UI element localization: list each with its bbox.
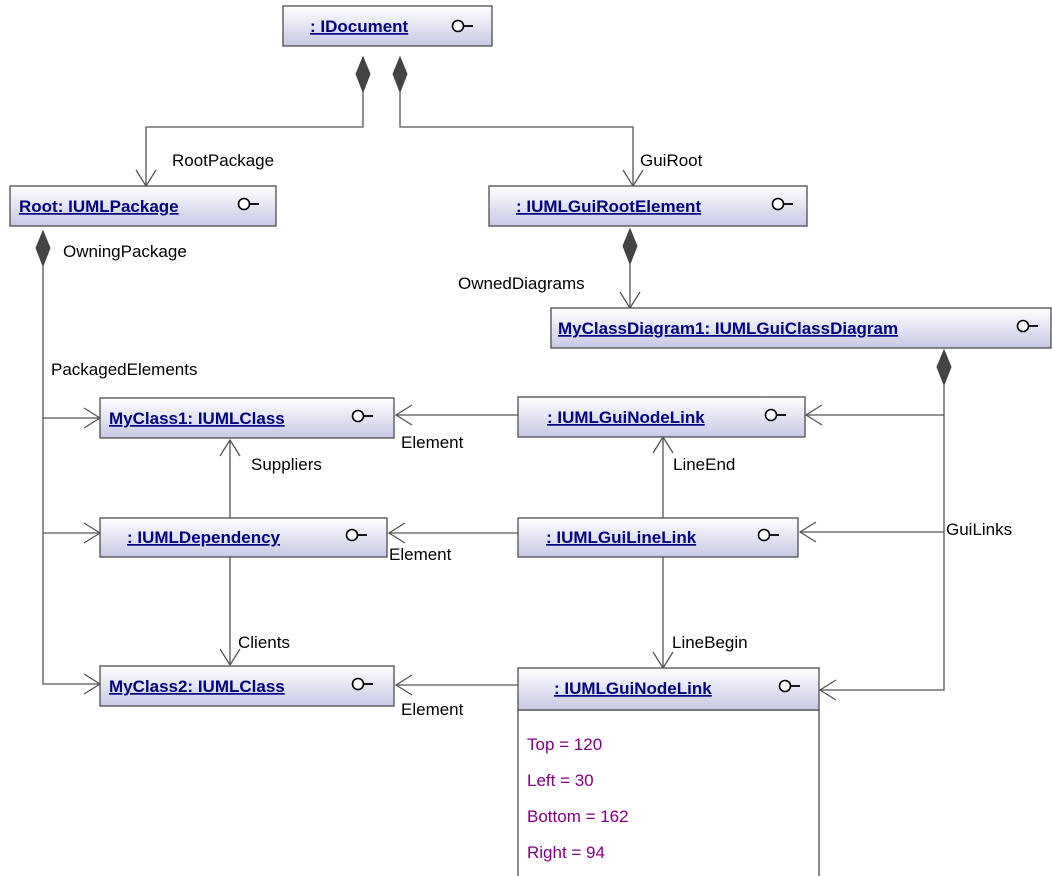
arrowhead — [219, 438, 241, 457]
edge-clients — [219, 557, 241, 667]
object-label: : IUMLGuiLineLink — [546, 528, 697, 547]
label-linebegin: LineBegin — [672, 633, 748, 652]
object-label: : IUMLGuiNodeLink — [547, 408, 705, 427]
object-class-diagram[interactable]: MyClassDiagram1: IUMLGuiClassDiagram — [550, 307, 1052, 349]
composition-diamond — [936, 348, 952, 387]
attribute-right: Right = 94 — [527, 843, 605, 862]
label-rootpackage: RootPackage — [172, 151, 274, 170]
edge-lineend — [652, 435, 674, 518]
edge-element-3 — [394, 674, 518, 696]
object-label: MyClass1: IUMLClass — [109, 409, 285, 428]
arrowhead — [387, 522, 406, 544]
object-myclass1[interactable]: MyClass1: IUMLClass — [99, 397, 395, 439]
edge-element-1 — [394, 404, 518, 426]
label-owningpackage: OwningPackage — [63, 242, 187, 261]
composition-diamond — [35, 229, 51, 268]
arrowhead — [219, 648, 241, 667]
object-myclass2[interactable]: MyClass2: IUMLClass — [99, 665, 395, 707]
arrowhead — [394, 674, 413, 696]
composition-diamond — [622, 227, 638, 266]
label-guilinks: GuiLinks — [946, 520, 1012, 539]
object-label: MyClass2: IUMLClass — [109, 677, 285, 696]
object-label: : IUMLGuiNodeLink — [554, 679, 712, 698]
composition-diamond — [392, 55, 408, 94]
label-packagedelements: PackagedElements — [51, 360, 197, 379]
object-node-link-1[interactable]: : IUMLGuiNodeLink — [517, 396, 806, 438]
object-label: : IUMLDependency — [127, 528, 281, 547]
attribute-top: Top = 120 — [527, 735, 602, 754]
object-label: : IUMLGuiRootElement — [516, 197, 701, 216]
object-dependency[interactable]: : IUMLDependency — [99, 517, 388, 558]
composition-diamond — [355, 55, 371, 94]
attribute-left: Left = 30 — [527, 771, 594, 790]
arrowhead — [394, 404, 413, 426]
edge-linebegin — [652, 557, 674, 670]
edge-guilinks — [798, 348, 952, 701]
object-label: MyClassDiagram1: IUMLGuiClassDiagram — [558, 319, 898, 338]
attribute-compartment — [517, 709, 820, 876]
object-node-link-2[interactable]: : IUMLGuiNodeLink Top = 120 Left = 30 Bo… — [517, 667, 820, 876]
edge-suppliers — [219, 438, 241, 518]
object-gui-root-element[interactable]: : IUMLGuiRootElement — [488, 185, 808, 227]
edge-element-2 — [387, 522, 518, 544]
object-label: : IDocument — [310, 17, 409, 36]
label-clients: Clients — [238, 633, 290, 652]
label-guiroot: GuiRoot — [640, 151, 703, 170]
label-suppliers: Suppliers — [251, 455, 322, 474]
arrowhead — [818, 679, 837, 701]
edge-packagedelements — [35, 229, 102, 695]
attribute-bottom: Bottom = 162 — [527, 807, 629, 826]
label-element-1: Element — [401, 433, 464, 452]
arrowhead — [798, 521, 817, 543]
edge-rootpackage — [135, 55, 371, 188]
edge-guiroot — [392, 55, 644, 188]
object-idocument[interactable]: : IDocument — [282, 5, 493, 47]
object-line-link[interactable]: : IUMLGuiLineLink — [517, 517, 799, 558]
object-root-package[interactable]: Root: IUMLPackage — [9, 185, 277, 227]
label-element-3: Element — [401, 700, 464, 719]
edge-owneddiagrams — [619, 227, 641, 310]
label-owneddiagrams: OwnedDiagrams — [458, 274, 585, 293]
arrowhead — [804, 404, 823, 426]
label-element-2: Element — [389, 545, 452, 564]
label-lineend: LineEnd — [673, 455, 735, 474]
object-label: Root: IUMLPackage — [19, 197, 179, 216]
